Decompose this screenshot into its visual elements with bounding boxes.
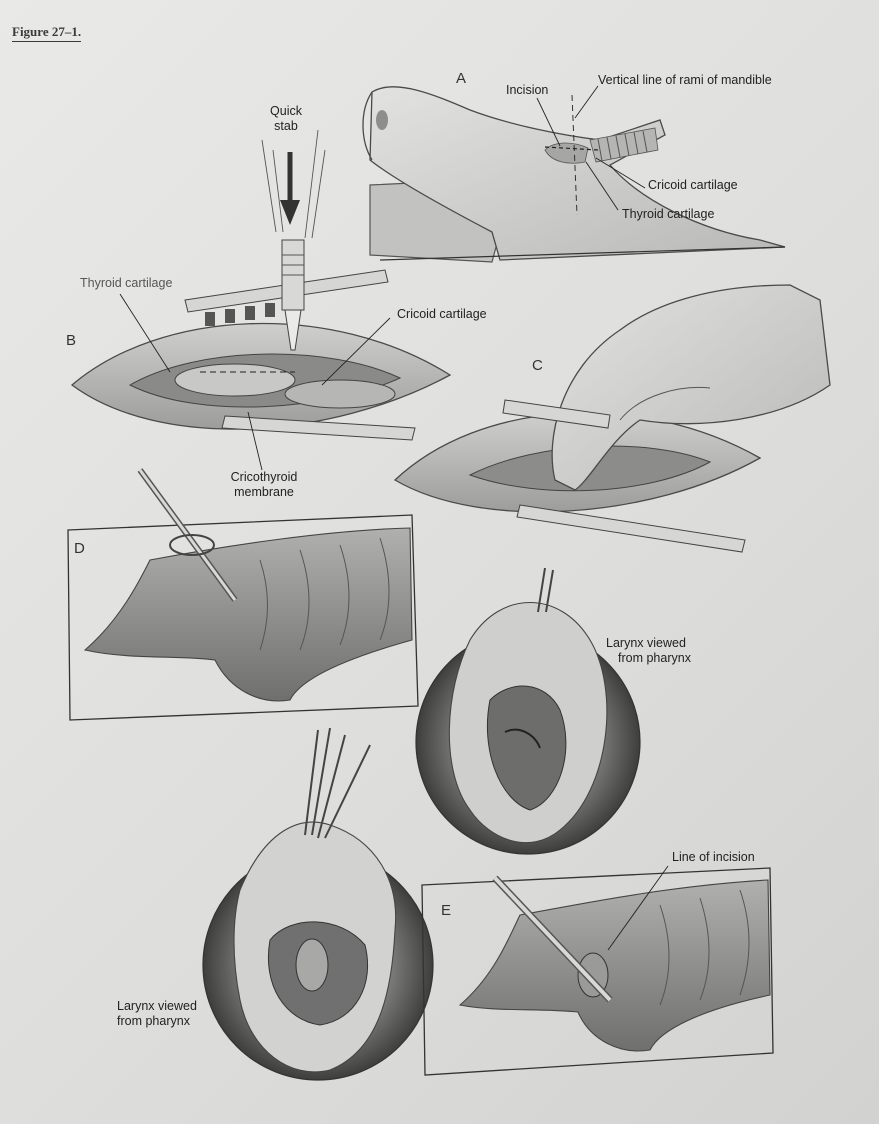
quick-stab-label-line2: stab	[274, 119, 298, 133]
cricoid-label-a: Cricoid cartilage	[648, 178, 738, 192]
incision-line	[544, 146, 599, 151]
thyroid-label-b: Thyroid cartilage	[80, 276, 173, 290]
panel-a-illustration	[362, 85, 786, 263]
larynx-view-lower	[202, 727, 434, 1081]
scalpel	[281, 239, 305, 351]
panel-a-letter: A	[456, 70, 467, 87]
cricoid-cartilage-shape	[284, 379, 396, 409]
horse-head-neck	[369, 86, 786, 261]
larynx-view-label-lower-line2: from pharynx	[117, 1014, 190, 1028]
cricoid-label-b: Cricoid cartilage	[397, 307, 487, 321]
vertical-rami-line	[571, 94, 578, 216]
panel-e-frame	[421, 867, 774, 1076]
incision-label: Incision	[506, 83, 549, 97]
table-line	[379, 246, 786, 261]
panel-b-illustration	[70, 129, 452, 471]
larynx-view-label-upper-line2: from pharynx	[618, 651, 691, 665]
larynx-view-label-lower-line1: Larynx viewed	[117, 999, 197, 1013]
thyroid-label-a: Thyroid cartilage	[622, 207, 715, 221]
instrument-ring-d	[169, 534, 215, 556]
retractor-c-top	[502, 399, 611, 429]
larynx-view-label-upper-line1: Larynx viewed	[606, 636, 686, 650]
retractor-c-bottom	[516, 504, 746, 553]
figure-title: Figure 27–1.	[12, 24, 82, 42]
trachea-rings	[589, 127, 659, 163]
retractor-bottom	[221, 415, 416, 441]
panel-c-illustration	[393, 284, 831, 553]
quick-stab-label-line1: Quick	[270, 104, 302, 118]
thyroid-cartilage-shape	[174, 363, 296, 397]
cricothyroid-label-line2: membrane	[234, 485, 294, 499]
vertical-line-label: Vertical line of rami of mandible	[598, 73, 772, 87]
panel-d-letter: D	[74, 540, 85, 557]
stab-arrow	[280, 200, 300, 225]
panel-e-letter: E	[441, 902, 452, 919]
panel-c-letter: C	[532, 357, 543, 374]
cricothyroid-label-line1: Cricothyroid	[230, 470, 298, 484]
larynx-view-upper	[415, 567, 641, 855]
laryngeal-section-d	[83, 527, 413, 702]
laryngeal-section-e	[458, 879, 771, 1052]
nostril	[376, 110, 388, 130]
panel-d-illustration	[67, 468, 419, 721]
line-of-incision-label: Line of incision	[672, 850, 755, 864]
panel-d-frame	[67, 514, 419, 721]
panel-e-illustration	[421, 865, 774, 1076]
panel-b-letter: B	[66, 332, 77, 349]
